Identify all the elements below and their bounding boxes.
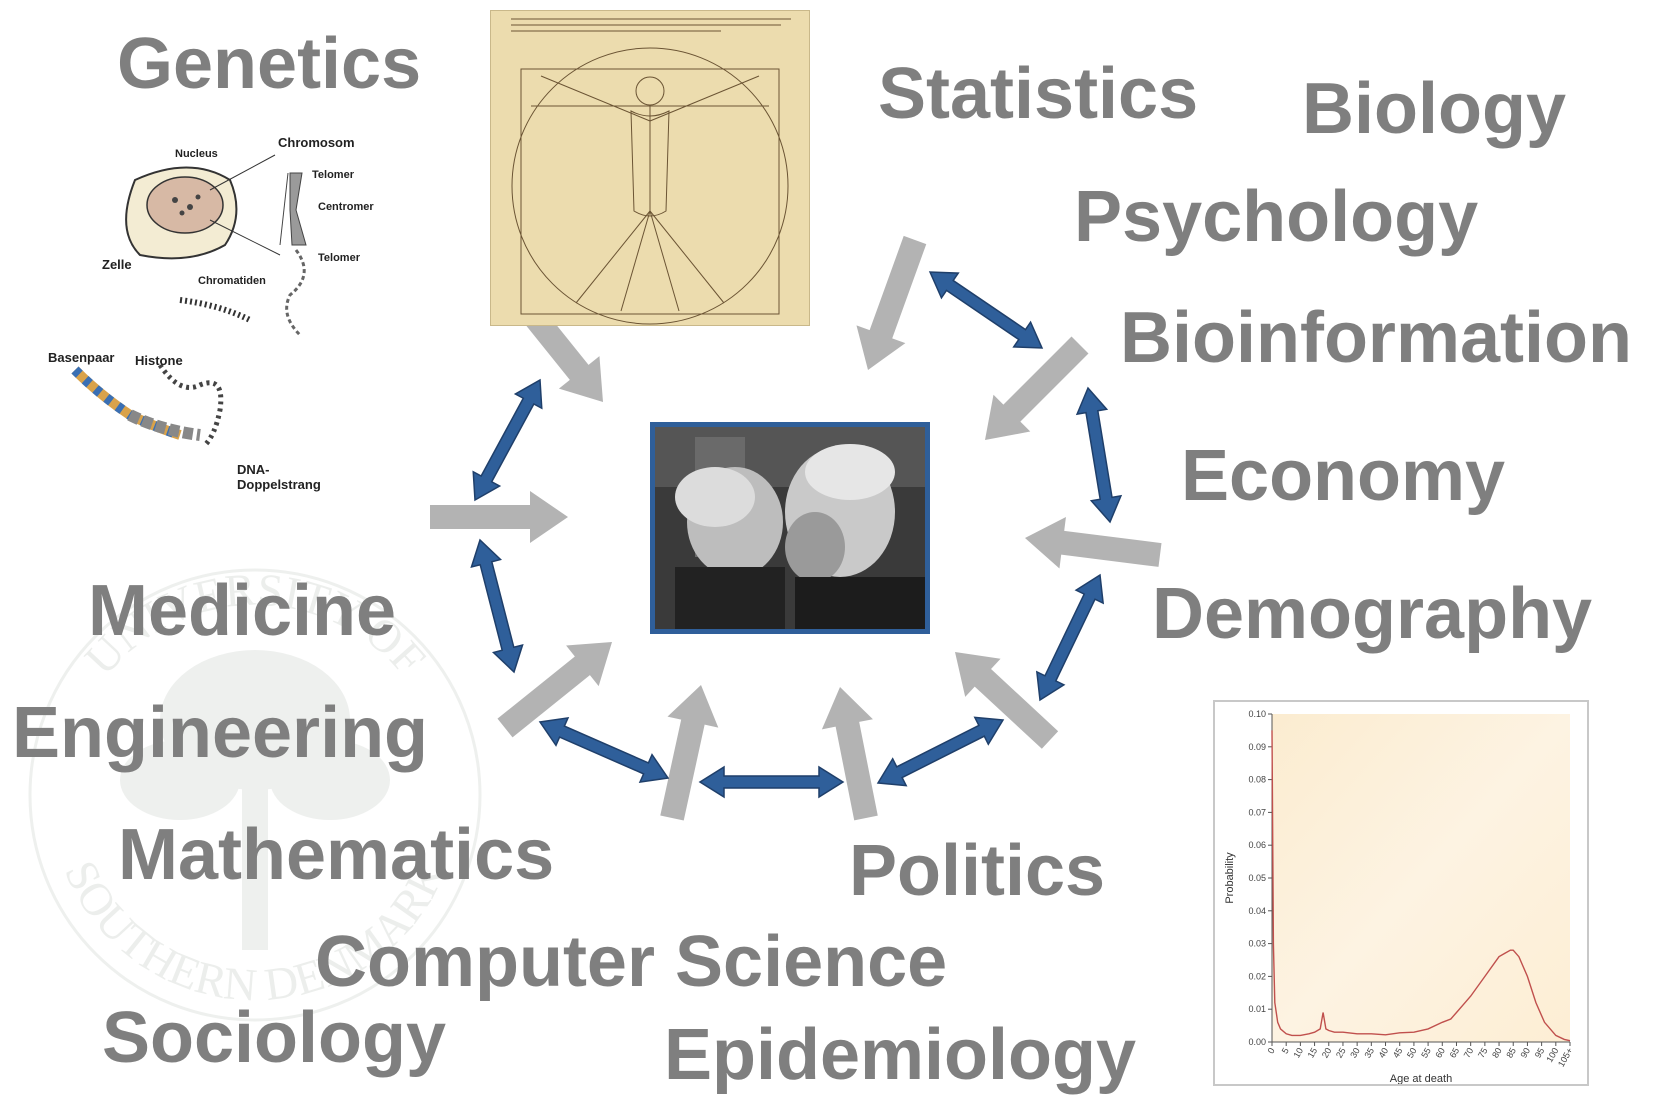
label-centromer: Centromer bbox=[318, 201, 374, 213]
gray-arrow-6 bbox=[821, 687, 878, 821]
gray-arrow-8 bbox=[497, 642, 612, 738]
y-tick-label: 0.00 bbox=[1248, 1037, 1266, 1047]
label-computer-science: Computer Science bbox=[315, 922, 948, 1002]
x-tick-label: 35 bbox=[1362, 1046, 1376, 1060]
y-tick-label: 0.02 bbox=[1248, 971, 1266, 981]
age-at-death-chart: 0.00 0.01 0.02 0.03 0.04 0.05 0.06 0.07 0.08 0.09… bbox=[1213, 700, 1589, 1086]
label-genetics: Genetics bbox=[117, 24, 422, 104]
x-tick-label: 65 bbox=[1448, 1046, 1462, 1060]
label-medicine: Medicine bbox=[88, 571, 397, 651]
blue-arrow-3 bbox=[1035, 573, 1105, 702]
label-biology: Biology bbox=[1302, 69, 1566, 149]
vitruvian-man-image bbox=[490, 10, 810, 326]
y-tick-label: 0.09 bbox=[1248, 742, 1266, 752]
blue-arrow-8 bbox=[472, 378, 543, 502]
y-tick-label: 0.10 bbox=[1248, 709, 1266, 719]
x-tick-label: 20 bbox=[1320, 1046, 1334, 1060]
x-tick-label: 95 bbox=[1533, 1046, 1547, 1060]
label-dna-line1: DNA- bbox=[237, 462, 270, 477]
x-tick-label: 75 bbox=[1476, 1046, 1490, 1060]
series-line bbox=[1271, 730, 1571, 1042]
label-telomer-top: Telomer bbox=[312, 169, 354, 181]
y-tick-label: 0.01 bbox=[1248, 1004, 1266, 1014]
gray-arrow-3 bbox=[985, 336, 1089, 440]
x-tick-label: 85 bbox=[1504, 1046, 1518, 1060]
label-sociology: Sociology bbox=[102, 998, 447, 1078]
x-tick-label: 50 bbox=[1405, 1046, 1419, 1060]
label-demography: Demography bbox=[1152, 574, 1593, 654]
label-histone: Histone bbox=[135, 353, 183, 368]
label-mathematics: Mathematics bbox=[118, 815, 555, 895]
x-tick-label: 10 bbox=[1291, 1046, 1305, 1060]
y-tick-label: 0.07 bbox=[1248, 807, 1266, 817]
y-tick-label: 0.08 bbox=[1248, 775, 1266, 785]
blue-arrow-4 bbox=[876, 716, 1005, 787]
x-tick-label: 60 bbox=[1433, 1046, 1447, 1060]
label-chromosom: Chromosom bbox=[278, 135, 355, 150]
label-statistics: Statistics bbox=[878, 54, 1199, 134]
blue-arrow-6 bbox=[538, 716, 670, 784]
label-economy: Economy bbox=[1181, 436, 1506, 516]
blue-arrow-7 bbox=[470, 538, 524, 674]
x-tick-label: 90 bbox=[1518, 1046, 1532, 1060]
y-tick-label: 0.05 bbox=[1248, 873, 1266, 883]
gray-arrow-5 bbox=[955, 652, 1059, 749]
elderly-couple-photo bbox=[650, 422, 930, 634]
y-tick-label: 0.04 bbox=[1248, 906, 1266, 916]
x-tick-label: 30 bbox=[1348, 1046, 1362, 1060]
label-epidemiology: Epidemiology bbox=[664, 1015, 1137, 1095]
blue-arrow-5 bbox=[698, 765, 845, 799]
x-axis-label: Age at death bbox=[1390, 1073, 1452, 1084]
label-politics: Politics bbox=[849, 831, 1106, 911]
y-tick-label: 0.03 bbox=[1248, 939, 1266, 949]
university-watermark: UNIVERSITY OF SOUTHERN DENMARK bbox=[28, 563, 482, 1022]
x-tick-label: 105+ bbox=[1556, 1046, 1575, 1069]
cell-chromosome-diagram: Nucleus Chromosom Telomer Centromer Telo… bbox=[40, 135, 380, 505]
x-tick-label: 45 bbox=[1391, 1046, 1405, 1060]
x-tick-label: 5 bbox=[1280, 1046, 1291, 1055]
label-nucleus: Nucleus bbox=[175, 148, 218, 160]
x-tick-label: 40 bbox=[1377, 1046, 1391, 1060]
label-telomer-bottom: Telomer bbox=[318, 252, 360, 264]
label-bioinformation: Bioinformation bbox=[1120, 298, 1632, 378]
chart-svg: 0.00 0.01 0.02 0.03 0.04 0.05 0.06 0.07 0.08 0.09… bbox=[1224, 709, 1575, 1085]
label-zelle: Zelle bbox=[102, 257, 132, 272]
y-tick-label: 0.06 bbox=[1248, 840, 1266, 850]
gray-arrow-2 bbox=[856, 235, 927, 370]
label-chromatiden: Chromatiden bbox=[198, 275, 266, 287]
x-tick-label: 0 bbox=[1266, 1046, 1277, 1055]
x-tick-label: 70 bbox=[1462, 1046, 1476, 1060]
label-dna-line2: Doppelstrang bbox=[237, 477, 321, 492]
gray-arrow-9 bbox=[430, 491, 568, 543]
label-basenpaar: Basenpaar bbox=[48, 350, 115, 365]
y-axis-label: Probability bbox=[1224, 852, 1236, 904]
x-tick-label: 25 bbox=[1334, 1046, 1348, 1060]
plot-area bbox=[1272, 714, 1570, 1042]
x-tick-label: 80 bbox=[1490, 1046, 1504, 1060]
tree-icon bbox=[120, 650, 390, 950]
cell-drawing bbox=[71, 154, 307, 447]
blue-arrow-2 bbox=[1075, 386, 1123, 524]
label-engineering: Engineering bbox=[12, 693, 429, 773]
label-psychology: Psychology bbox=[1074, 177, 1479, 257]
x-tick-label: 15 bbox=[1306, 1046, 1320, 1060]
x-tick-label: 55 bbox=[1419, 1046, 1433, 1060]
gray-arrow-4 bbox=[1025, 516, 1162, 569]
blue-arrow-1 bbox=[928, 271, 1044, 349]
gray-arrow-7 bbox=[660, 685, 719, 821]
